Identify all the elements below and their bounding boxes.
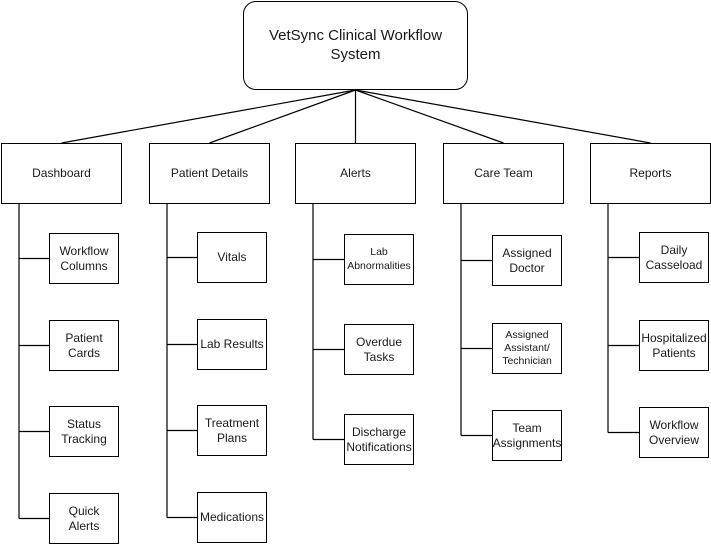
node-lab-results: Lab Results bbox=[197, 319, 267, 370]
category-patient-details: Patient Details bbox=[149, 143, 270, 204]
node-workflow-overview: Workflow Overview bbox=[639, 407, 709, 458]
node-team-assignments: Team Assignments bbox=[492, 410, 562, 461]
node-workflow-columns: Workflow Columns bbox=[49, 233, 119, 284]
node-overdue-tasks: Overdue Tasks bbox=[344, 324, 414, 375]
connector-root-care-team bbox=[355, 89, 504, 144]
connector-root-reports bbox=[355, 89, 651, 144]
node-vitals: Vitals bbox=[197, 232, 267, 283]
connector-root-patient-details bbox=[209, 89, 356, 144]
node-status-tracking: Status Tracking bbox=[49, 406, 119, 457]
category-care-team: Care Team bbox=[443, 143, 564, 204]
root-node: VetSync Clinical Workflow System bbox=[243, 1, 468, 90]
node-assigned-doctor: Assigned Doctor bbox=[492, 235, 562, 286]
category-alerts: Alerts bbox=[295, 143, 416, 204]
node-assigned-assistant-technician: Assigned Assistant/ Technician bbox=[492, 323, 562, 374]
node-lab-abnormalities: Lab Abnormalities bbox=[344, 234, 414, 285]
category-dashboard: Dashboard bbox=[1, 143, 122, 204]
node-treatment-plans: Treatment Plans bbox=[197, 405, 267, 456]
node-daily-casseload: Daily Casseload bbox=[639, 232, 709, 283]
node-discharge-notifications: Discharge Notifications bbox=[344, 414, 414, 465]
node-hospitalized-patients: Hospitalized Patients bbox=[639, 320, 709, 371]
connector-root-dashboard bbox=[61, 89, 356, 144]
node-medications: Medications bbox=[197, 492, 267, 543]
category-reports: Reports bbox=[590, 143, 711, 204]
node-quick-alerts: Quick Alerts bbox=[49, 493, 119, 544]
node-patient-cards: Patient Cards bbox=[49, 320, 119, 371]
